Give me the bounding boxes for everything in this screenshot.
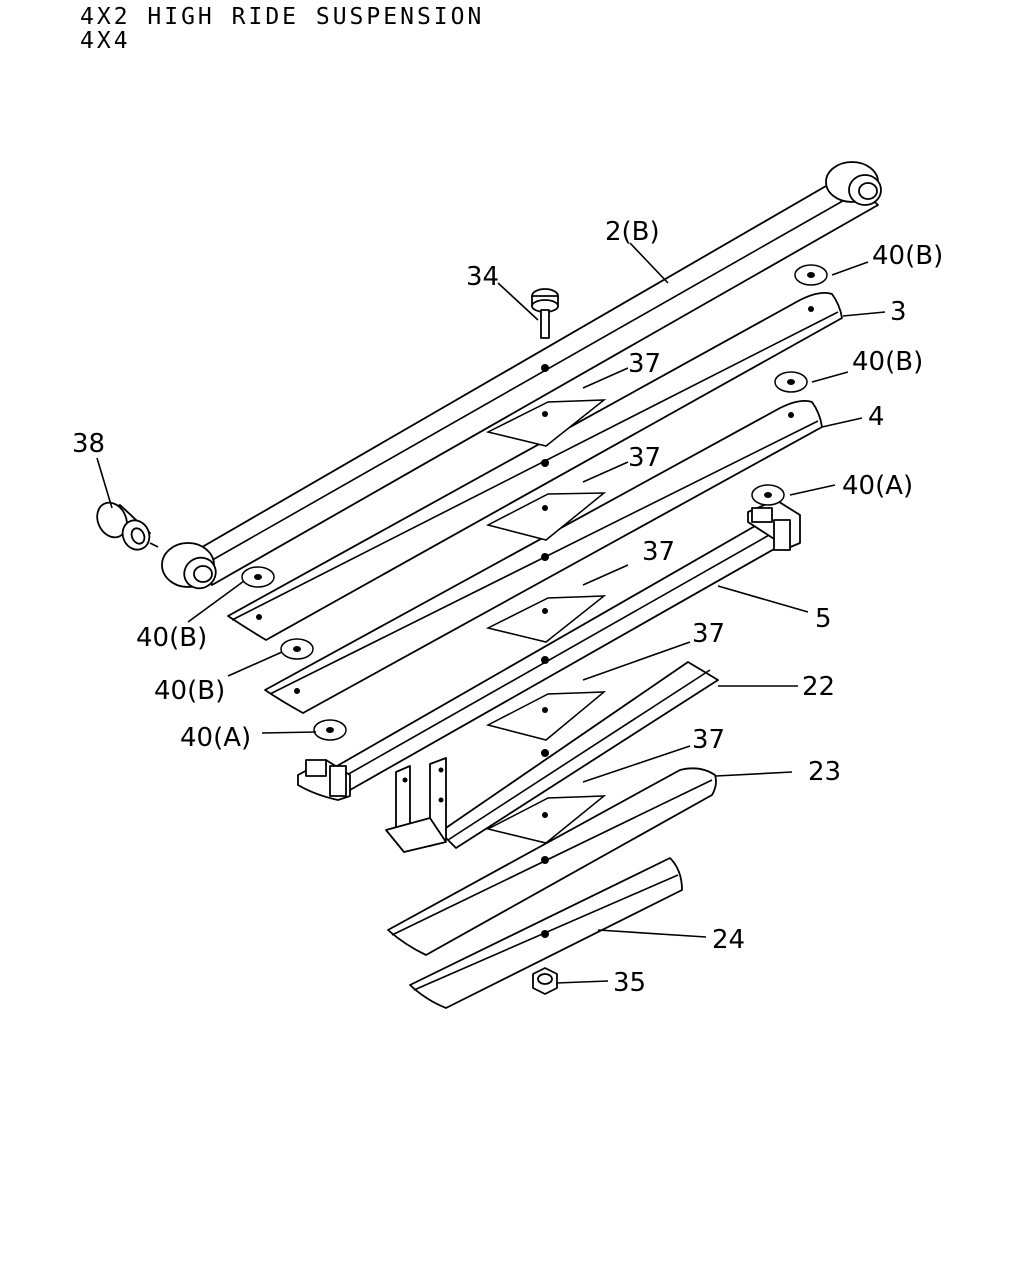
diagram-heading-line-2: 4X4 — [80, 28, 131, 54]
leaf-22-with-bracket[interactable] — [385, 661, 719, 853]
callout-23: 23 — [808, 757, 841, 787]
leaf-24[interactable] — [409, 857, 683, 1009]
callout-24: 24 — [712, 925, 745, 955]
liner-pads-37[interactable] — [485, 399, 607, 844]
callout-labels: 2(B) 34 40(B) 3 37 40(B) 4 38 37 40(A) 3… — [72, 217, 943, 998]
callout-34: 34 — [466, 262, 499, 292]
callout-3: 3 — [890, 297, 907, 327]
callout-37-third: 37 — [642, 537, 675, 567]
callout-5: 5 — [815, 604, 832, 634]
callout-40a-right: 40(A) — [842, 471, 913, 501]
diagram-heading-line-1: 4X2 HIGH RIDE SUSPENSION — [80, 4, 485, 30]
callout-2b: 2(B) — [605, 217, 660, 247]
callout-40b-left-lower: 40(B) — [154, 676, 225, 706]
leader-lines — [96, 242, 886, 984]
nut-35[interactable] — [532, 967, 558, 995]
callout-22: 22 — [802, 672, 835, 702]
leaf-3[interactable] — [227, 291, 843, 641]
callout-37-fourth: 37 — [692, 619, 725, 649]
callout-37-first: 37 — [628, 349, 661, 379]
callout-35: 35 — [613, 968, 646, 998]
callout-37-fifth: 37 — [692, 725, 725, 755]
spacer-washers-40[interactable] — [241, 264, 828, 741]
callout-4: 4 — [868, 402, 885, 432]
callout-40b-left-upper: 40(B) — [136, 623, 207, 653]
callout-40b-second: 40(B) — [852, 347, 923, 377]
leaf-4[interactable] — [264, 399, 823, 714]
callout-40b-top: 40(B) — [872, 241, 943, 271]
main-leaf-2b[interactable] — [161, 161, 882, 594]
bushing-38[interactable] — [92, 498, 159, 554]
leaf-5[interactable] — [297, 499, 801, 801]
leaf-23[interactable] — [387, 767, 717, 956]
callout-37-second: 37 — [628, 443, 661, 473]
center-bolt-34[interactable] — [531, 288, 559, 339]
callout-40a-left: 40(A) — [180, 723, 251, 753]
callout-38: 38 — [72, 429, 105, 459]
